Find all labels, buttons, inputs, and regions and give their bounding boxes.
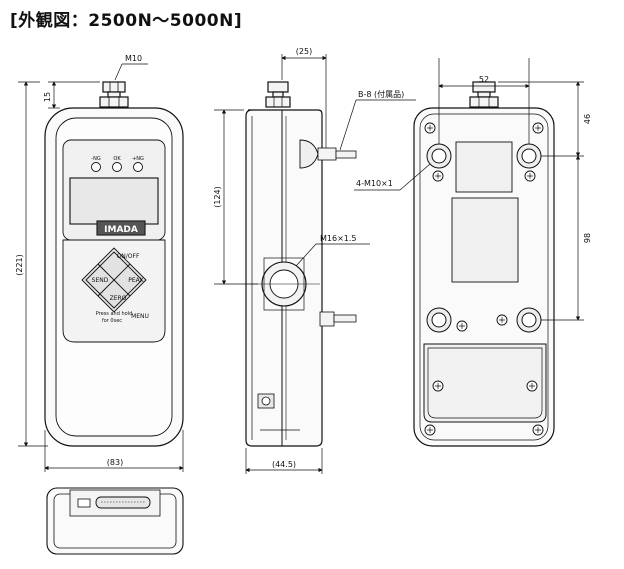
label-ng-low: -NG — [91, 156, 101, 162]
dim-m16: M16×1.5 — [320, 234, 357, 243]
screw-icon — [456, 320, 468, 332]
lcd-display — [69, 177, 159, 225]
label-ok: OK — [113, 156, 121, 162]
page-title: [外観図：2500N～5000N] — [10, 11, 243, 31]
front-view — [44, 81, 184, 447]
back-view — [413, 81, 555, 447]
button-send-label: SEND — [92, 277, 109, 284]
screw-icon — [496, 314, 508, 326]
note-line-1: Press and hold — [96, 311, 133, 317]
screw-icon — [526, 380, 538, 392]
dim-124: (124) — [213, 186, 222, 208]
screw-icon — [524, 170, 536, 182]
button-peak-label: PEAK — [128, 277, 145, 284]
screw-icon — [432, 380, 444, 392]
threaded-hole-icon — [516, 307, 542, 333]
dim-98: 98 — [583, 233, 592, 243]
screw-icon — [424, 122, 436, 134]
threaded-hole-icon — [516, 143, 542, 169]
dim-4-m10: 4-M10×1 — [356, 179, 393, 188]
dim-221: (221) — [15, 254, 24, 276]
back-dimensions — [354, 58, 584, 321]
dim-25: (25) — [296, 47, 312, 56]
keypad-diamond — [81, 247, 147, 313]
led-ng-high-icon — [133, 162, 143, 172]
dim-52: 52 — [479, 75, 489, 84]
brand-logo-text: IMADA — [104, 225, 138, 235]
screw-icon — [532, 122, 544, 134]
front-dimensions — [18, 63, 184, 472]
back-threaded-holes — [426, 143, 542, 333]
screw-icon — [432, 170, 444, 182]
threaded-hole-icon — [426, 143, 452, 169]
led-ng-low-icon — [91, 162, 101, 172]
label-ng-high: +NG — [132, 156, 144, 162]
dim-15: 15 — [43, 92, 52, 102]
side-dimensions — [214, 54, 416, 474]
screw-icon — [532, 424, 544, 436]
brand-plate — [96, 220, 146, 236]
led-ok-icon — [112, 162, 122, 172]
button-onoff-label: ON/OFF — [117, 253, 140, 260]
side-view — [245, 81, 357, 447]
dim-m10: M10 — [125, 54, 142, 63]
dim-b8: B-8 (付属品) — [358, 89, 404, 99]
button-zero-label: ZERO — [110, 295, 127, 302]
button-menu-label: MENU — [131, 313, 149, 320]
connector-port-icon — [95, 496, 151, 509]
threaded-hole-icon — [426, 307, 452, 333]
screw-icon — [424, 424, 436, 436]
front-panel-labels: -NG OK +NG IMADA ON/OFF SEND PEAK ZERO P… — [91, 156, 149, 324]
dim-44-5: (44.5) — [272, 460, 296, 469]
dim-83: (83) — [107, 458, 123, 467]
dim-46: 46 — [583, 114, 592, 124]
front-hex-nut — [99, 81, 129, 108]
note-line-2: for 0sec — [102, 318, 122, 324]
bottom-view — [46, 487, 184, 555]
back-screws — [424, 122, 544, 436]
